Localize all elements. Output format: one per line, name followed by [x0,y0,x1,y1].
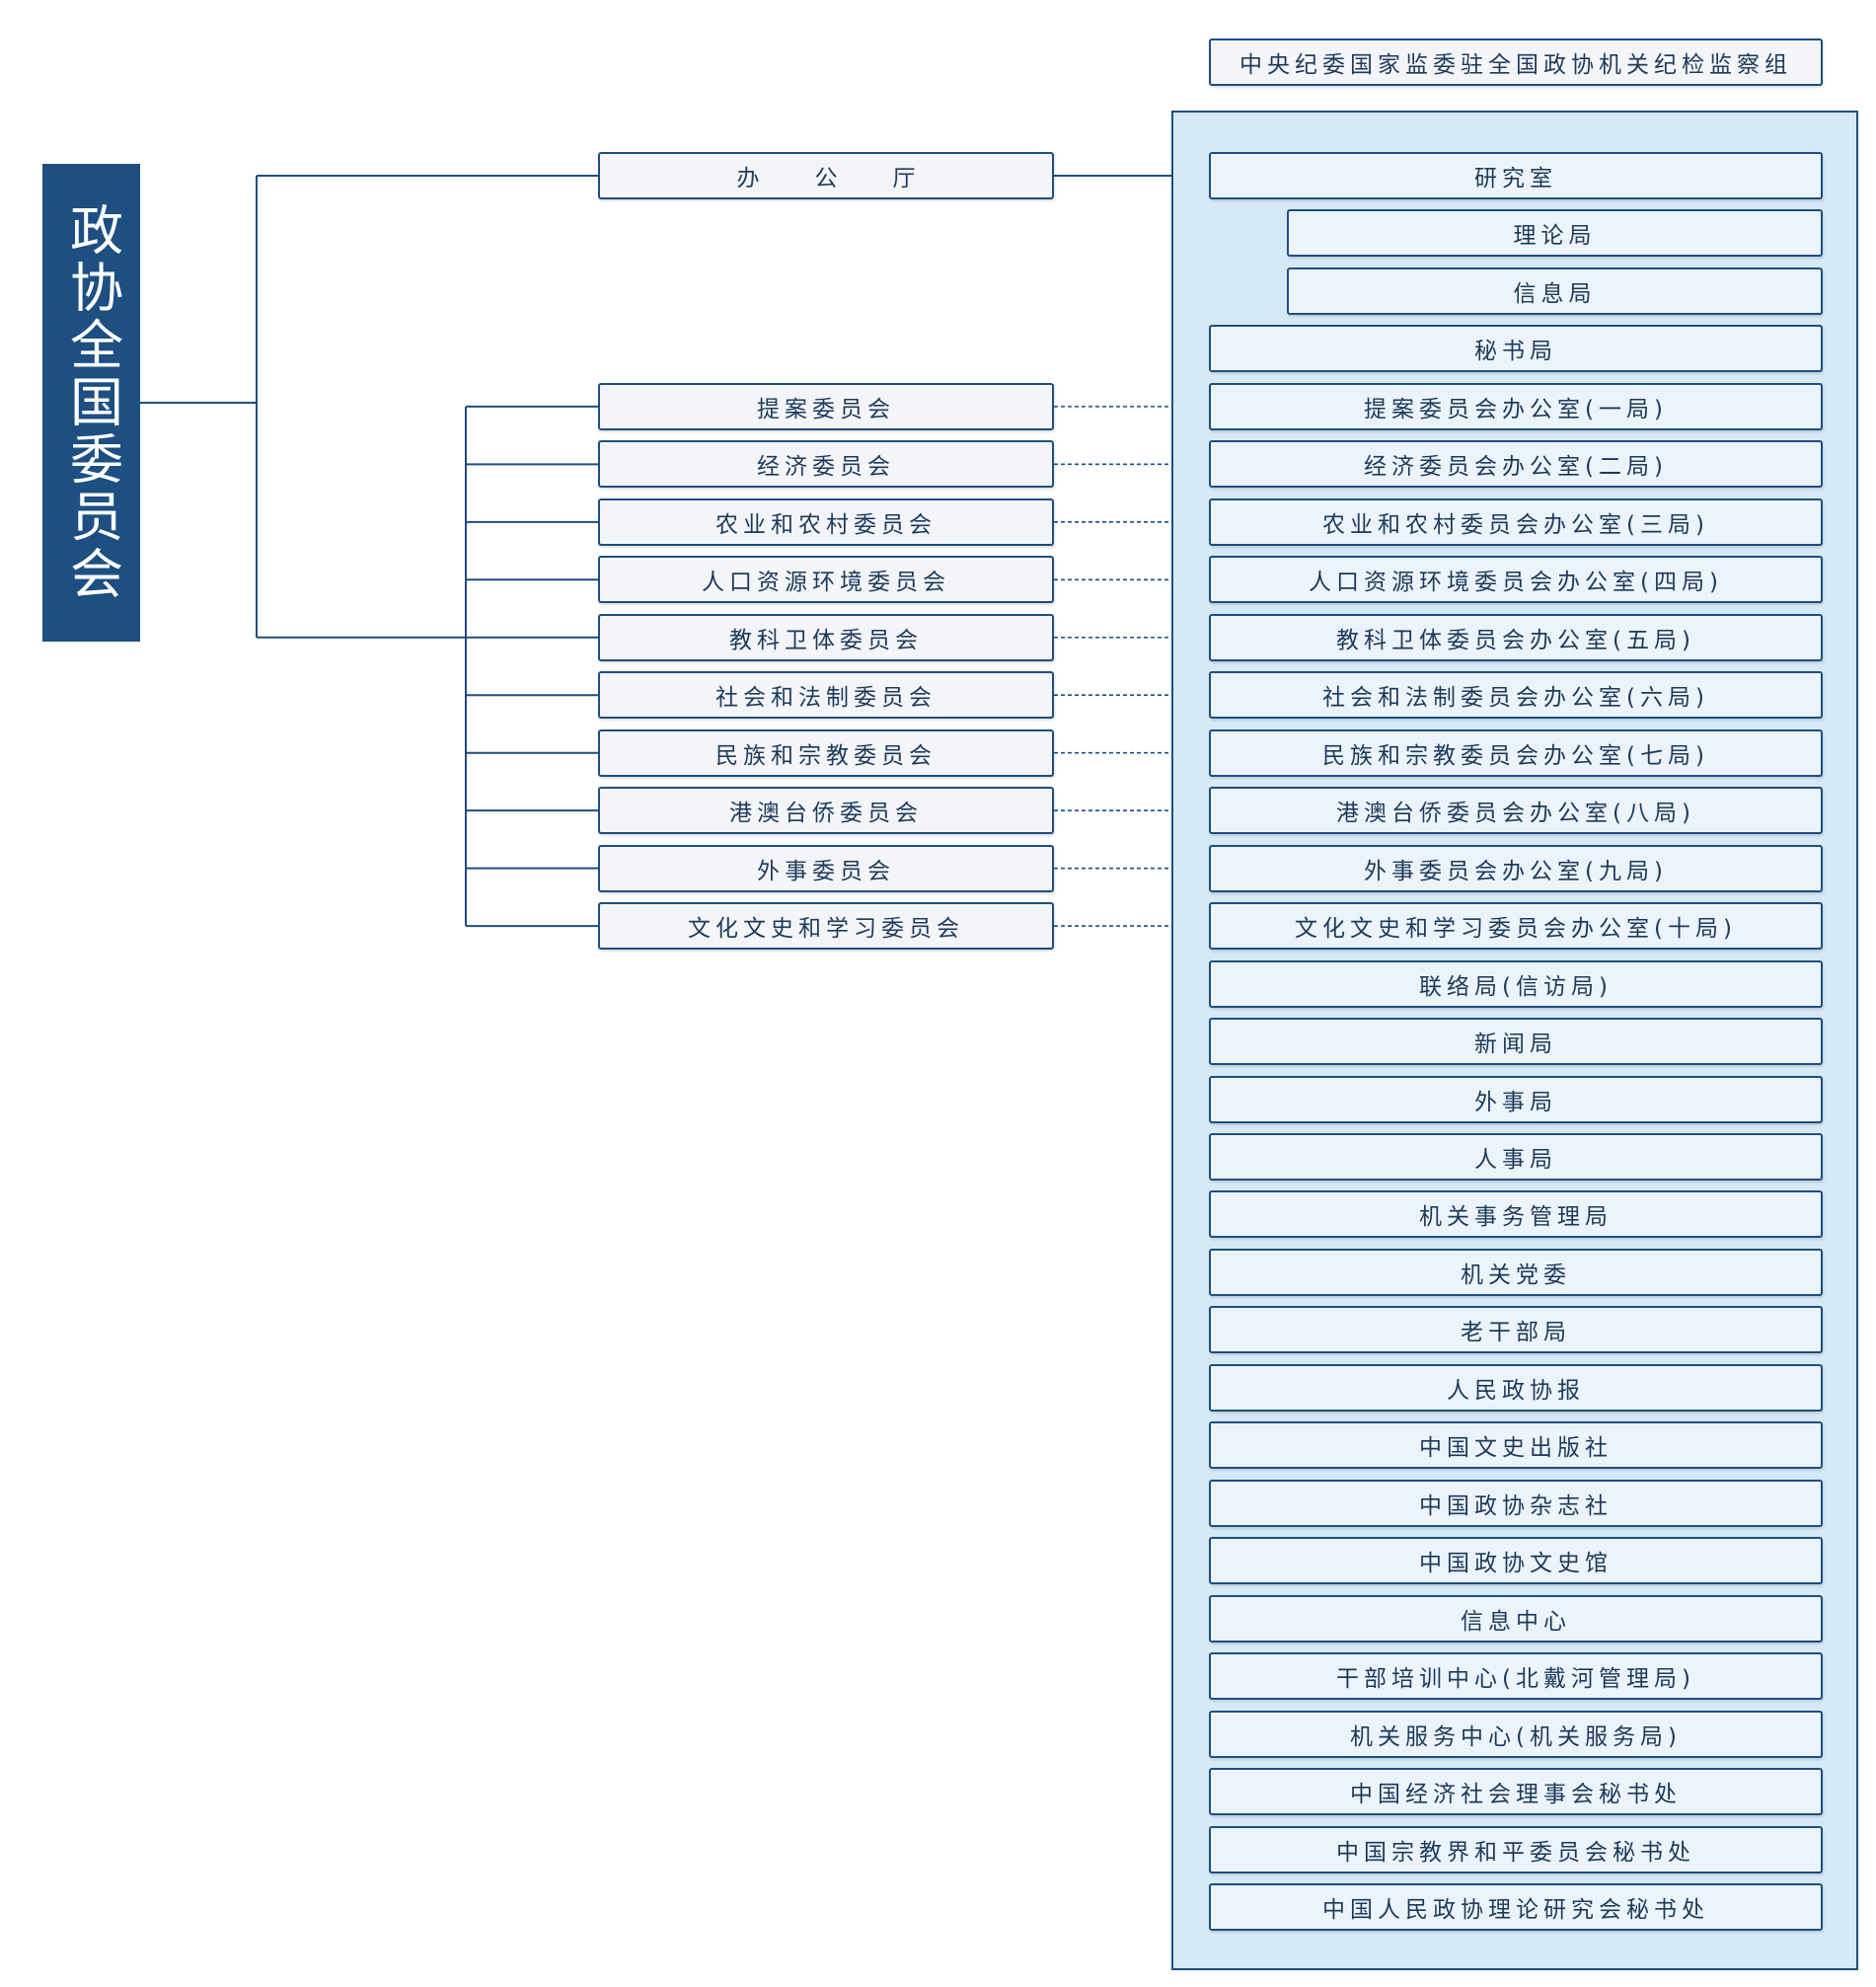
department-node: 外事委员会办公室(九局) [1209,844,1823,892]
department-node: 社会和法制委员会办公室(六局) [1209,671,1823,720]
department-node: 新闻局 [1209,1018,1823,1066]
department-node: 民族和宗教委员会办公室(七局) [1209,728,1823,777]
department-node: 干部培训中心(北戴河管理局) [1209,1652,1823,1701]
inspection-group-node: 中央纪委国家监委驻全国政协机关纪检监察组 [1209,38,1823,86]
department-node: 机关党委 [1209,1248,1823,1296]
department-node: 文化文史和学习委员会办公室(十局) [1209,902,1823,951]
committee-node: 文化文史和学习委员会 [598,902,1054,951]
department-node: 机关事务管理局 [1209,1190,1823,1239]
department-node: 老干部局 [1209,1306,1823,1354]
department-node: 经济委员会办公室(二局) [1209,440,1823,489]
department-node: 秘书局 [1209,325,1823,373]
department-node: 教科卫体委员会办公室(五局) [1209,613,1823,661]
committee-node: 港澳台侨委员会 [598,787,1054,835]
committee-node: 外事委员会 [598,844,1054,892]
department-node: 人民政协报 [1209,1363,1823,1412]
department-node: 研究室 [1209,152,1823,199]
root-node: 政协全国委员会 [42,164,140,642]
committee-node: 人口资源环境委员会 [598,556,1054,604]
committee-node: 提案委员会 [598,382,1054,430]
committee-node: 农业和农村委员会 [598,497,1054,546]
department-node: 中国宗教界和平委员会秘书处 [1209,1825,1823,1873]
department-node: 信息局 [1287,267,1823,315]
department-node: 中国经济社会理事会秘书处 [1209,1768,1823,1816]
department-node: 人事局 [1209,1132,1823,1181]
department-node: 提案委员会办公室(一局) [1209,382,1823,430]
department-node: 农业和农村委员会办公室(三局) [1209,497,1823,546]
committee-node: 经济委员会 [598,440,1054,489]
committee-node: 民族和宗教委员会 [598,728,1054,777]
committee-node: 教科卫体委员会 [598,613,1054,661]
department-node: 机关服务中心(机关服务局) [1209,1710,1823,1758]
department-node: 外事局 [1209,1075,1823,1123]
department-node: 理论局 [1287,209,1823,258]
department-node: 人口资源环境委员会办公室(四局) [1209,556,1823,604]
department-node: 联络局(信访局) [1209,959,1823,1008]
department-node: 中国政协杂志社 [1209,1479,1823,1527]
department-node: 中国政协文史馆 [1209,1537,1823,1585]
department-node: 中国人民政协理论研究会秘书处 [1209,1883,1823,1932]
office-node: 办公厅 [598,152,1054,199]
committee-node: 社会和法制委员会 [598,671,1054,720]
department-node: 中国文史出版社 [1209,1421,1823,1470]
department-node: 港澳台侨委员会办公室(八局) [1209,787,1823,835]
department-node: 信息中心 [1209,1594,1823,1643]
